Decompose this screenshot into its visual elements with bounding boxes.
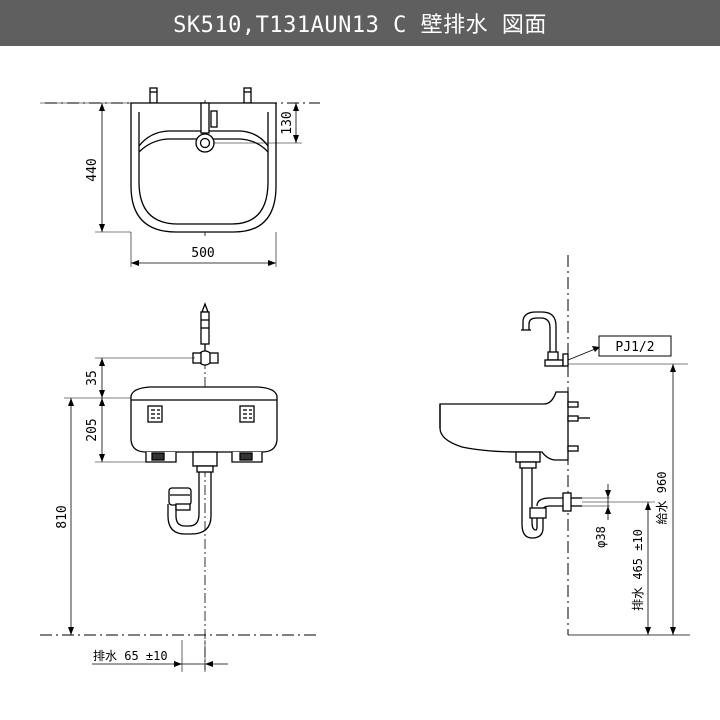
front-view-arrows: [68, 358, 213, 667]
front-view: [40, 302, 320, 672]
top-view-height-label: 440: [85, 158, 100, 181]
drain-diameter-label: φ38: [594, 526, 608, 548]
basin-height-label: 205: [85, 418, 100, 441]
top-view-width-label: 500: [191, 246, 214, 261]
side-view: [439, 255, 690, 636]
drain-height-label: 排水 465 ±10: [631, 529, 645, 611]
page-title: SK510,T131AUN13 C 壁排水 図面: [173, 13, 547, 38]
supply-height-label: 給水 960: [655, 472, 669, 525]
top-view-faucet-offset-label: 130: [280, 111, 295, 134]
drain-offset-label: 排水 65 ±10: [93, 649, 168, 663]
rim-height-label: 810: [55, 505, 70, 528]
faucet-height-label: 35: [85, 370, 100, 386]
title-bar: SK510,T131AUN13 C 壁排水 図面: [0, 0, 720, 46]
technical-drawing: 440 130 500: [40, 87, 690, 672]
top-view: [40, 87, 320, 267]
supply-thread-label: PJ1/2: [615, 340, 654, 355]
top-view-arrows: [99, 103, 299, 266]
side-view-arrows: [592, 346, 676, 635]
